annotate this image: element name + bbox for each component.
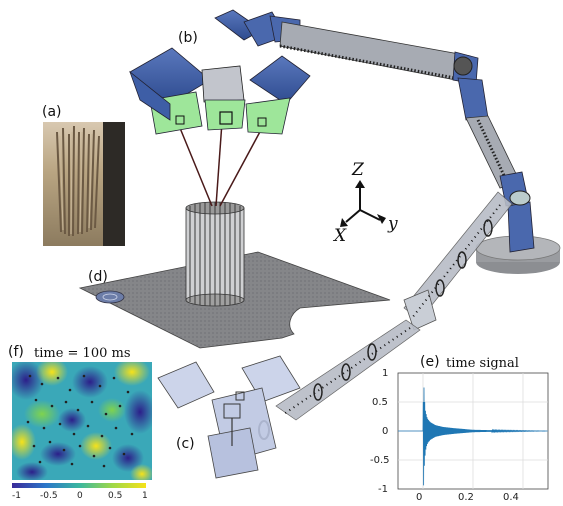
label-d: (d) [88,269,108,285]
x-tick-label: 0.2 [458,492,474,503]
chart-title: time signal [446,356,519,371]
label-a: (a) [42,104,62,120]
robot-upper-arm [214,9,535,253]
x-tick-label: 0 [416,492,423,503]
y-tick-label: -1 [378,484,388,495]
colorbar-tick: 1 [142,491,148,501]
colorbar [12,483,146,488]
axis-z-label: Z [352,160,364,180]
end-effector [129,47,311,135]
label-e: (e) [420,354,440,370]
photo-rod-bundle [43,122,125,246]
label-b: (b) [178,30,198,46]
gripper [157,355,301,479]
y-tick-label: 1 [382,368,389,379]
y-tick-label: 0 [382,426,389,437]
x-tick-label: 0.4 [503,492,519,503]
heatmap [12,362,152,480]
axis-y-label: y [388,214,398,234]
label-f: (f) [8,344,24,360]
colorbar-tick: -1 [12,491,21,501]
coordinate-triad [340,180,386,227]
cables [179,121,263,207]
y-tick-label: -0.5 [370,455,390,466]
photo-rods [56,122,125,246]
rod-bundle [185,201,245,307]
y-tick-label: 0.5 [372,397,388,408]
axis-x-label: X [334,226,347,246]
colorbar-tick: -0.5 [40,491,58,501]
robot-lower-arm [258,191,513,440]
colorbar-tick: 0 [77,491,83,501]
label-c: (c) [176,436,195,452]
sensor-dots [26,374,134,468]
colorbar-tick: 0.5 [108,491,123,501]
heatmap-title: time = 100 ms [34,346,131,361]
